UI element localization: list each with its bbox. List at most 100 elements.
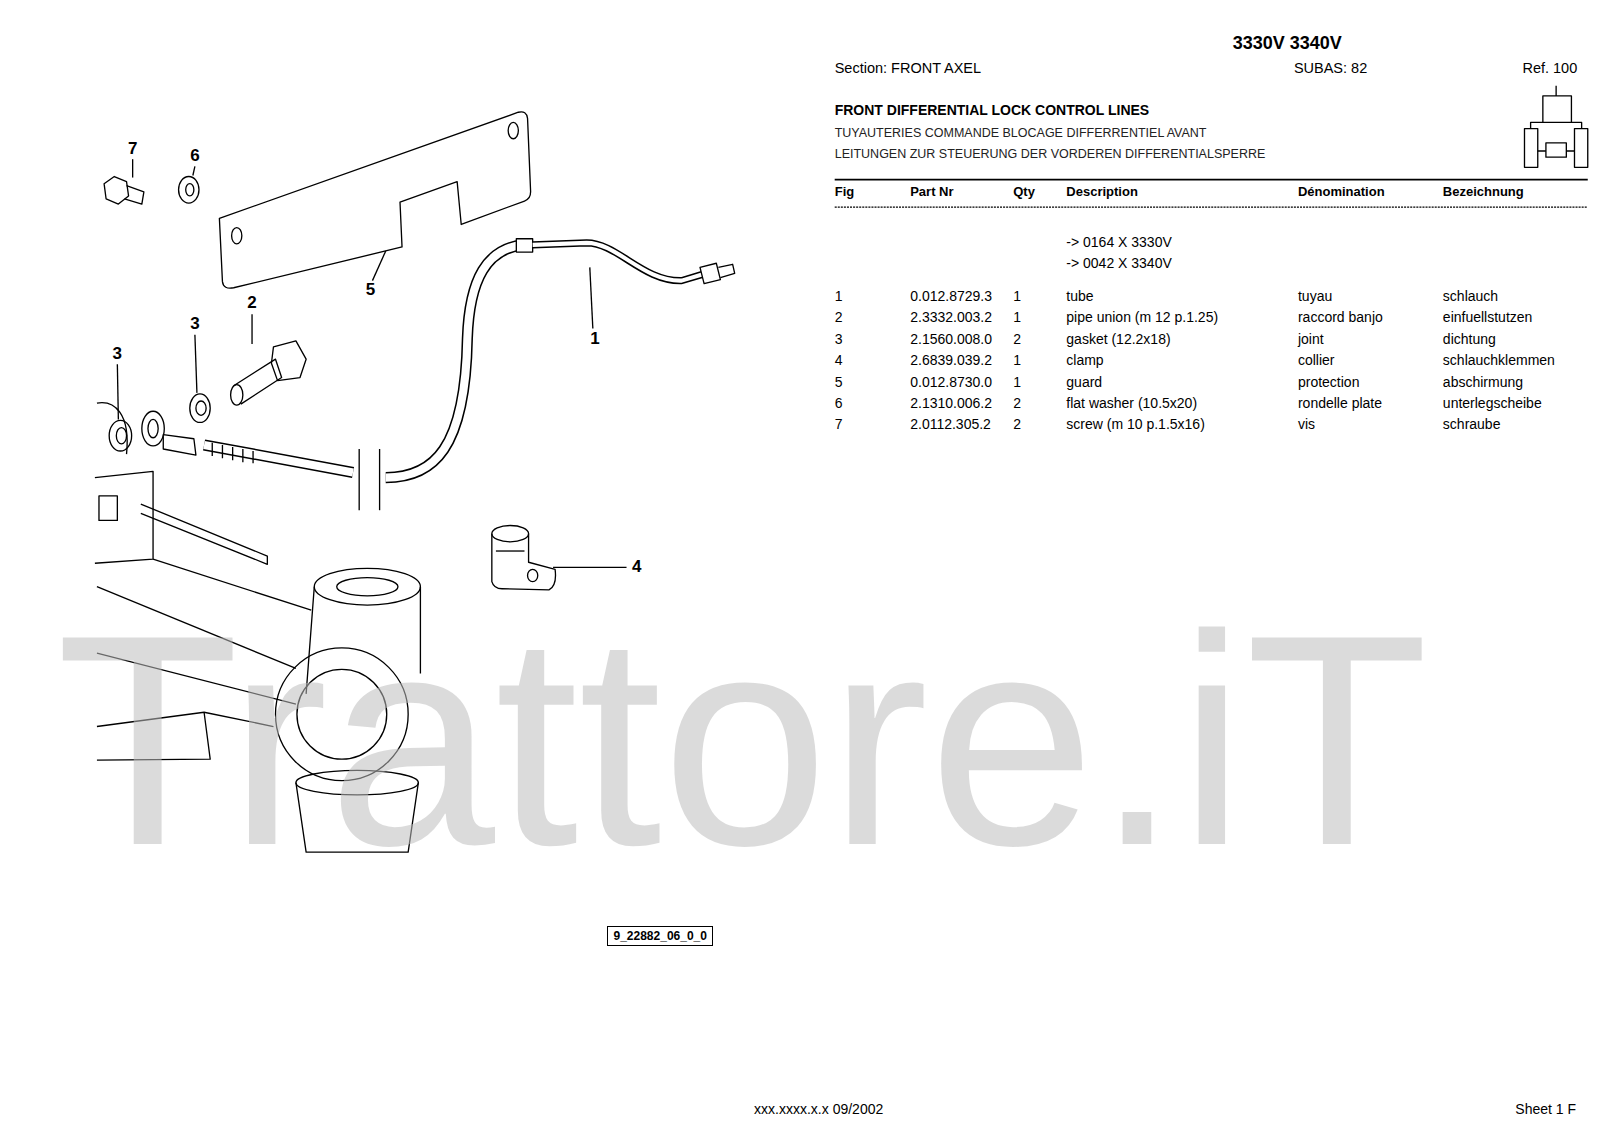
guard-plate: [232, 228, 242, 244]
section-label: Section: FRONT AXEL: [835, 60, 981, 77]
washer: [186, 184, 194, 196]
hose-tube: [533, 243, 702, 281]
tractor-icon: [1524, 129, 1537, 168]
table-cell: 1: [1013, 352, 1021, 368]
callout-number: 7: [128, 139, 137, 159]
hose-tube: [212, 443, 253, 463]
table-cell: tuyau: [1298, 288, 1332, 304]
table-cell: unterlegscheibe: [1443, 395, 1542, 411]
serial-note: -> 0164 X 3330V: [1066, 234, 1171, 250]
table-cell: 1: [835, 288, 843, 304]
table-cell: 3: [835, 331, 843, 347]
hose-tube: [386, 245, 523, 478]
tractor-icon: [1546, 143, 1566, 157]
callout-number: 6: [190, 146, 199, 166]
table-cell: schraube: [1443, 416, 1501, 432]
hose-tube: [204, 445, 353, 473]
hose-tube: [718, 264, 734, 277]
callout-number: 3: [113, 344, 122, 364]
table-cell: guard: [1066, 374, 1102, 390]
tractor-icon: [1574, 129, 1587, 168]
hose-tube: [142, 239, 735, 510]
screw: [124, 186, 143, 204]
subtitle: TUYAUTERIES COMMANDE BLOCAGE DIFFERRENTI…: [835, 125, 1207, 139]
reference-label: Ref. 100: [1522, 60, 1577, 77]
callout-number: 4: [632, 558, 641, 578]
table-cell: 2.0112.305.2: [910, 416, 991, 432]
table-header: Fig: [835, 184, 855, 199]
leader-line: [251, 314, 252, 344]
table-rule: [835, 180, 1588, 208]
table-cell: pipe union (m 12 p.1.25): [1066, 309, 1218, 325]
table-cell: clamp: [1066, 352, 1103, 368]
leader-line: [117, 364, 118, 419]
bolt: [231, 341, 307, 405]
table-cell: 2: [1013, 331, 1021, 347]
subassembly-label: SUBAS: 82: [1294, 60, 1367, 77]
leader-line: [590, 267, 593, 328]
callout-number: 5: [366, 280, 375, 300]
table-cell: protection: [1298, 374, 1359, 390]
table-cell: 0.012.8730.0: [910, 374, 992, 390]
table-cell: tube: [1066, 288, 1093, 304]
table-cell: vis: [1298, 416, 1315, 432]
watermark: Trattore.iT: [56, 590, 1428, 890]
table-rule: [835, 206, 1588, 207]
hose-tube: [379, 449, 380, 510]
guard-plate: [508, 122, 518, 138]
hose-clamp: [492, 534, 556, 590]
table-cell: 0.012.8729.3: [910, 288, 992, 304]
hose-tube: [359, 449, 360, 510]
table-cell: 7: [835, 416, 843, 432]
bolt: [231, 385, 243, 405]
table-cell: 2.6839.039.2: [910, 352, 992, 368]
hose-tube: [386, 245, 523, 478]
axle-housing: [95, 471, 153, 563]
axle-housing: [99, 496, 117, 520]
table-cell: 2: [1013, 416, 1021, 432]
hose-tube: [163, 435, 196, 455]
table-cell: 2: [1013, 395, 1021, 411]
page-title: FRONT DIFFERENTIAL LOCK CONTROL LINES: [835, 102, 1149, 118]
leader-line: [193, 166, 195, 175]
serial-note: -> 0042 X 3340V: [1066, 255, 1171, 271]
hose-tube: [204, 445, 353, 473]
hose-clamp: [496, 550, 525, 551]
table-cell: joint: [1298, 331, 1324, 347]
callout-number: 1: [590, 329, 599, 349]
table-cell: 1: [1013, 288, 1021, 304]
table-header: Qty: [1013, 184, 1035, 199]
table-cell: schlauch: [1443, 288, 1498, 304]
table-cell: rondelle plate: [1298, 395, 1382, 411]
hose-clamp: [528, 569, 538, 581]
table-cell: 1: [1013, 374, 1021, 390]
footer-code: xxx.xxxx.x.x 09/2002: [754, 1101, 883, 1117]
sheet-number: Sheet 1 F: [1515, 1101, 1576, 1117]
tractor-icon: [1555, 86, 1556, 96]
gasket: [109, 420, 131, 451]
hose-tube: [148, 419, 158, 437]
table-cell: 6: [835, 395, 843, 411]
tractor-icon: [1524, 86, 1587, 168]
table-cell: 1: [1013, 309, 1021, 325]
hose-tube: [700, 263, 720, 283]
table-cell: raccord banjo: [1298, 309, 1383, 325]
hose-tube: [516, 239, 532, 252]
table-cell: 2.1560.008.0: [910, 331, 992, 347]
screw: [104, 177, 144, 205]
table-cell: einfuellstutzen: [1443, 309, 1533, 325]
axle-housing: [97, 403, 127, 454]
gasket: [116, 428, 126, 444]
callout-number: 3: [190, 315, 199, 335]
leader-line: [372, 251, 385, 281]
table-header: Bezeichnung: [1443, 184, 1524, 199]
washer: [179, 177, 199, 204]
table-cell: flat washer (10.5x20): [1066, 395, 1197, 411]
drawing-number: 9_22882_06_0_0: [613, 929, 706, 943]
hose-tube: [142, 411, 164, 446]
table-cell: schlauchklemmen: [1443, 352, 1555, 368]
table-cell: screw (m 10 p.1.5x16): [1066, 416, 1205, 432]
drawing-number-box: 9_22882_06_0_0: [607, 926, 712, 946]
model-heading: 3330V 3340V: [1233, 33, 1342, 54]
